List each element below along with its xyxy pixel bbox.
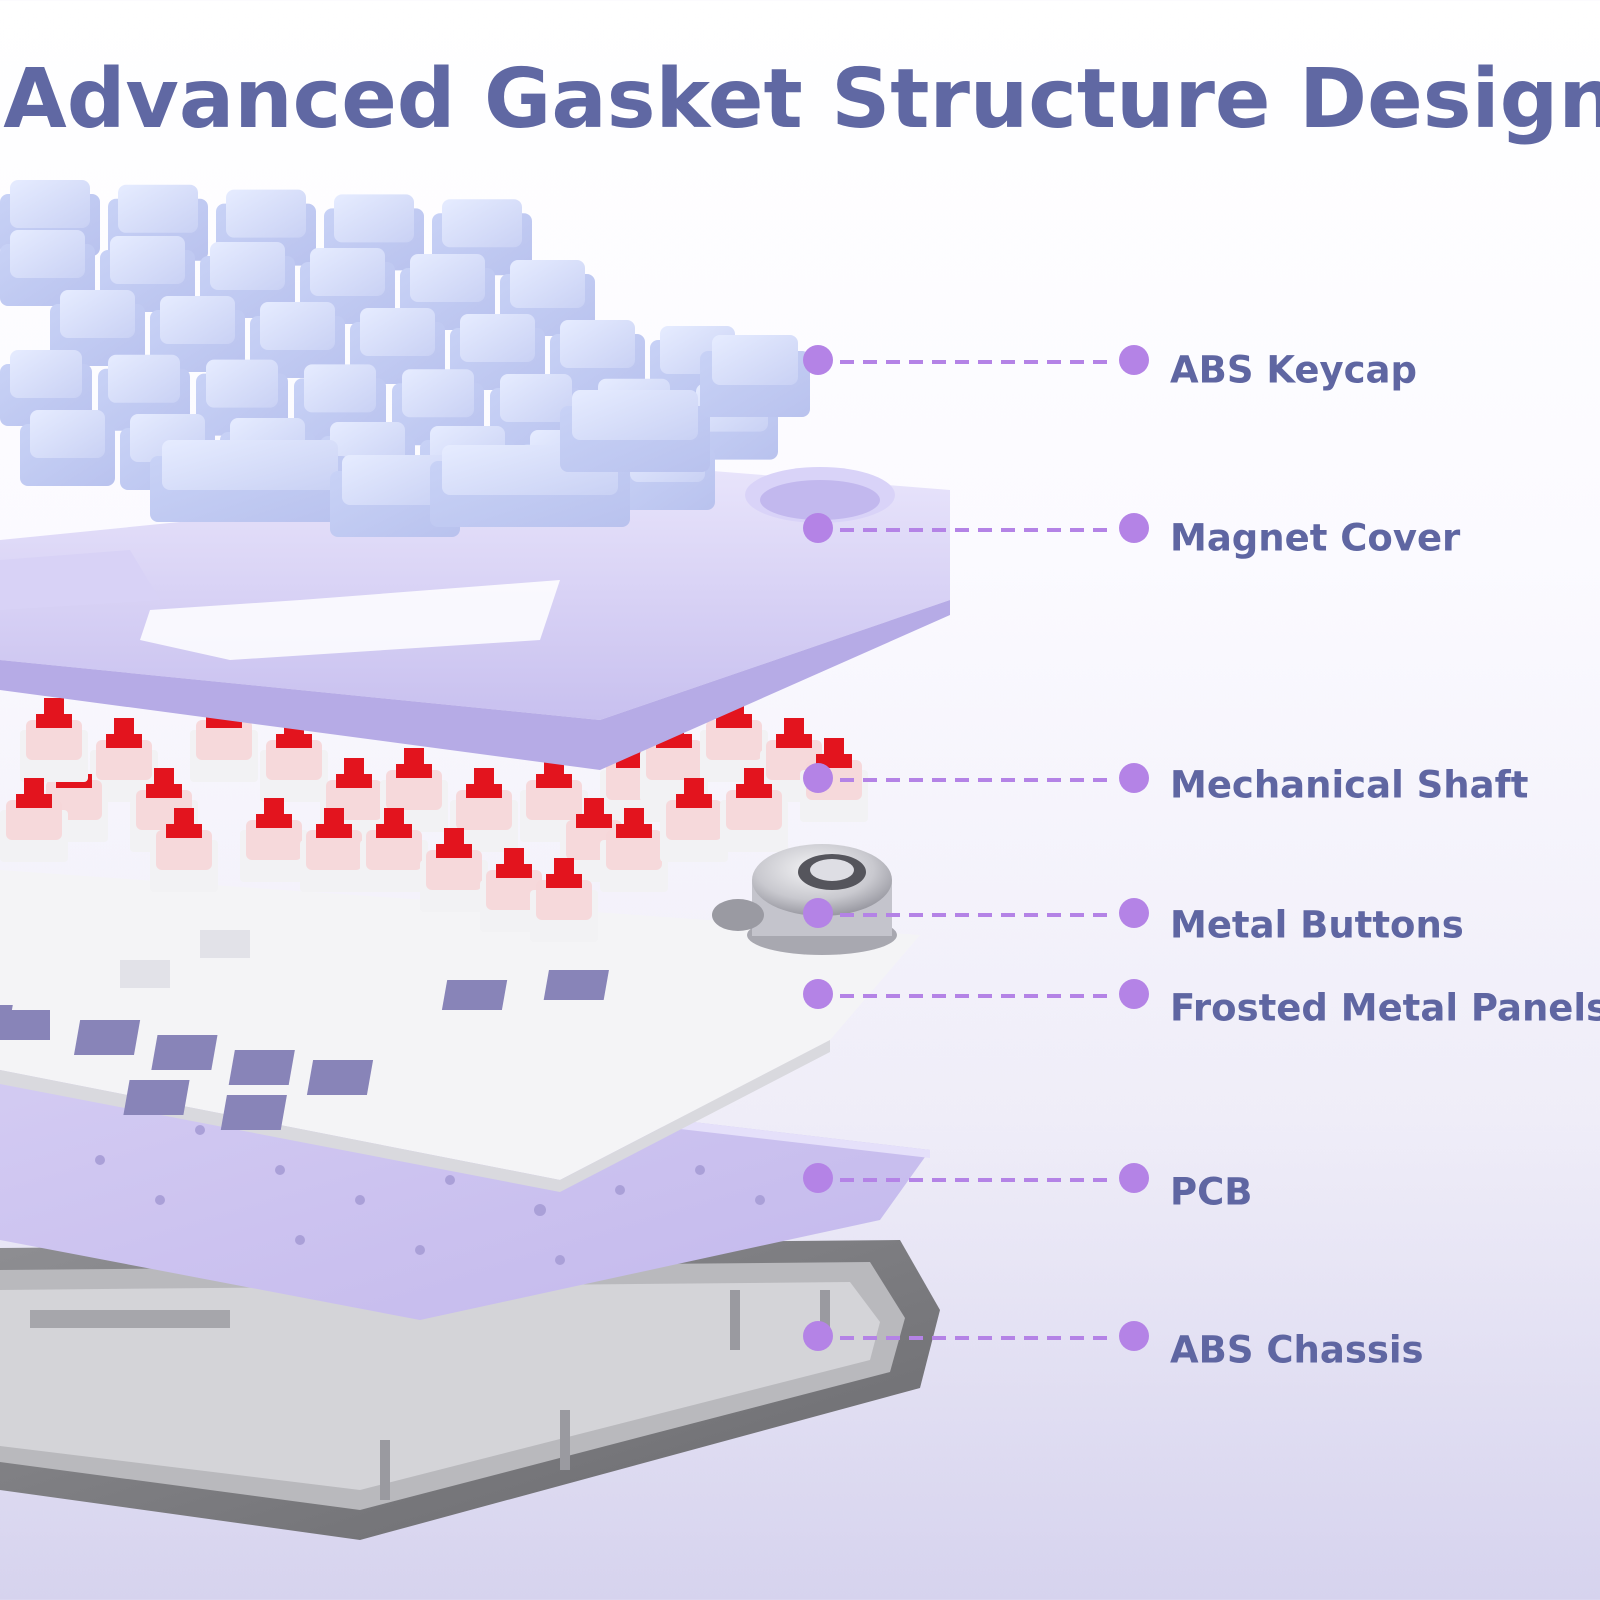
label-magnet-cover: Magnet Cover bbox=[1170, 516, 1461, 560]
callout-dot-right bbox=[1119, 898, 1149, 928]
switch bbox=[90, 718, 158, 802]
callout-dot-right bbox=[1119, 979, 1149, 1009]
switch bbox=[700, 698, 768, 782]
keycap bbox=[700, 335, 810, 417]
callout-dot-left bbox=[803, 513, 833, 543]
switch bbox=[0, 778, 68, 862]
callout-dot-left bbox=[803, 979, 833, 1009]
switch bbox=[450, 768, 518, 852]
callout-dot-left bbox=[803, 345, 833, 375]
abs-chassis-layer bbox=[0, 1240, 940, 1540]
keycap bbox=[490, 374, 582, 450]
callout-dot-right bbox=[1119, 1321, 1149, 1351]
switch bbox=[240, 798, 308, 882]
callout-dot-left bbox=[803, 763, 833, 793]
callout-dot-right bbox=[1119, 1163, 1149, 1193]
label-frosted-metal-panels: Frosted Metal Panels bbox=[1170, 986, 1600, 1030]
keycap bbox=[560, 390, 710, 472]
label-abs-chassis: ABS Chassis bbox=[1170, 1328, 1424, 1372]
frosted-metal-panel-layer bbox=[0, 870, 920, 1192]
switch bbox=[20, 698, 88, 782]
keycap bbox=[330, 455, 460, 537]
label-mechanical-shaft: Mechanical Shaft bbox=[1170, 763, 1529, 807]
keycap bbox=[150, 440, 350, 522]
switch bbox=[150, 808, 218, 892]
callout-dot-left bbox=[803, 1321, 833, 1351]
switch bbox=[300, 808, 368, 892]
switch bbox=[660, 778, 728, 862]
switch bbox=[600, 808, 668, 892]
switch bbox=[360, 808, 428, 892]
callout-dot-right bbox=[1119, 513, 1149, 543]
callout-dot-left bbox=[803, 1163, 833, 1193]
switch bbox=[720, 768, 788, 852]
callout-dot-left bbox=[803, 898, 833, 928]
magnet-cover-layer bbox=[0, 467, 950, 770]
switch bbox=[420, 828, 488, 912]
callout-dot-right bbox=[1119, 763, 1149, 793]
label-pcb: PCB bbox=[1170, 1170, 1253, 1214]
label-metal-buttons: Metal Buttons bbox=[1170, 903, 1464, 947]
keycap bbox=[20, 410, 115, 486]
callout-dot-right bbox=[1119, 345, 1149, 375]
abs-keycap-layer bbox=[0, 180, 810, 537]
callout-lines bbox=[803, 345, 1149, 1351]
switch bbox=[530, 858, 598, 942]
label-abs-keycap: ABS Keycap bbox=[1170, 348, 1417, 392]
page-title: Advanced Gasket Structure Design bbox=[3, 52, 1600, 147]
